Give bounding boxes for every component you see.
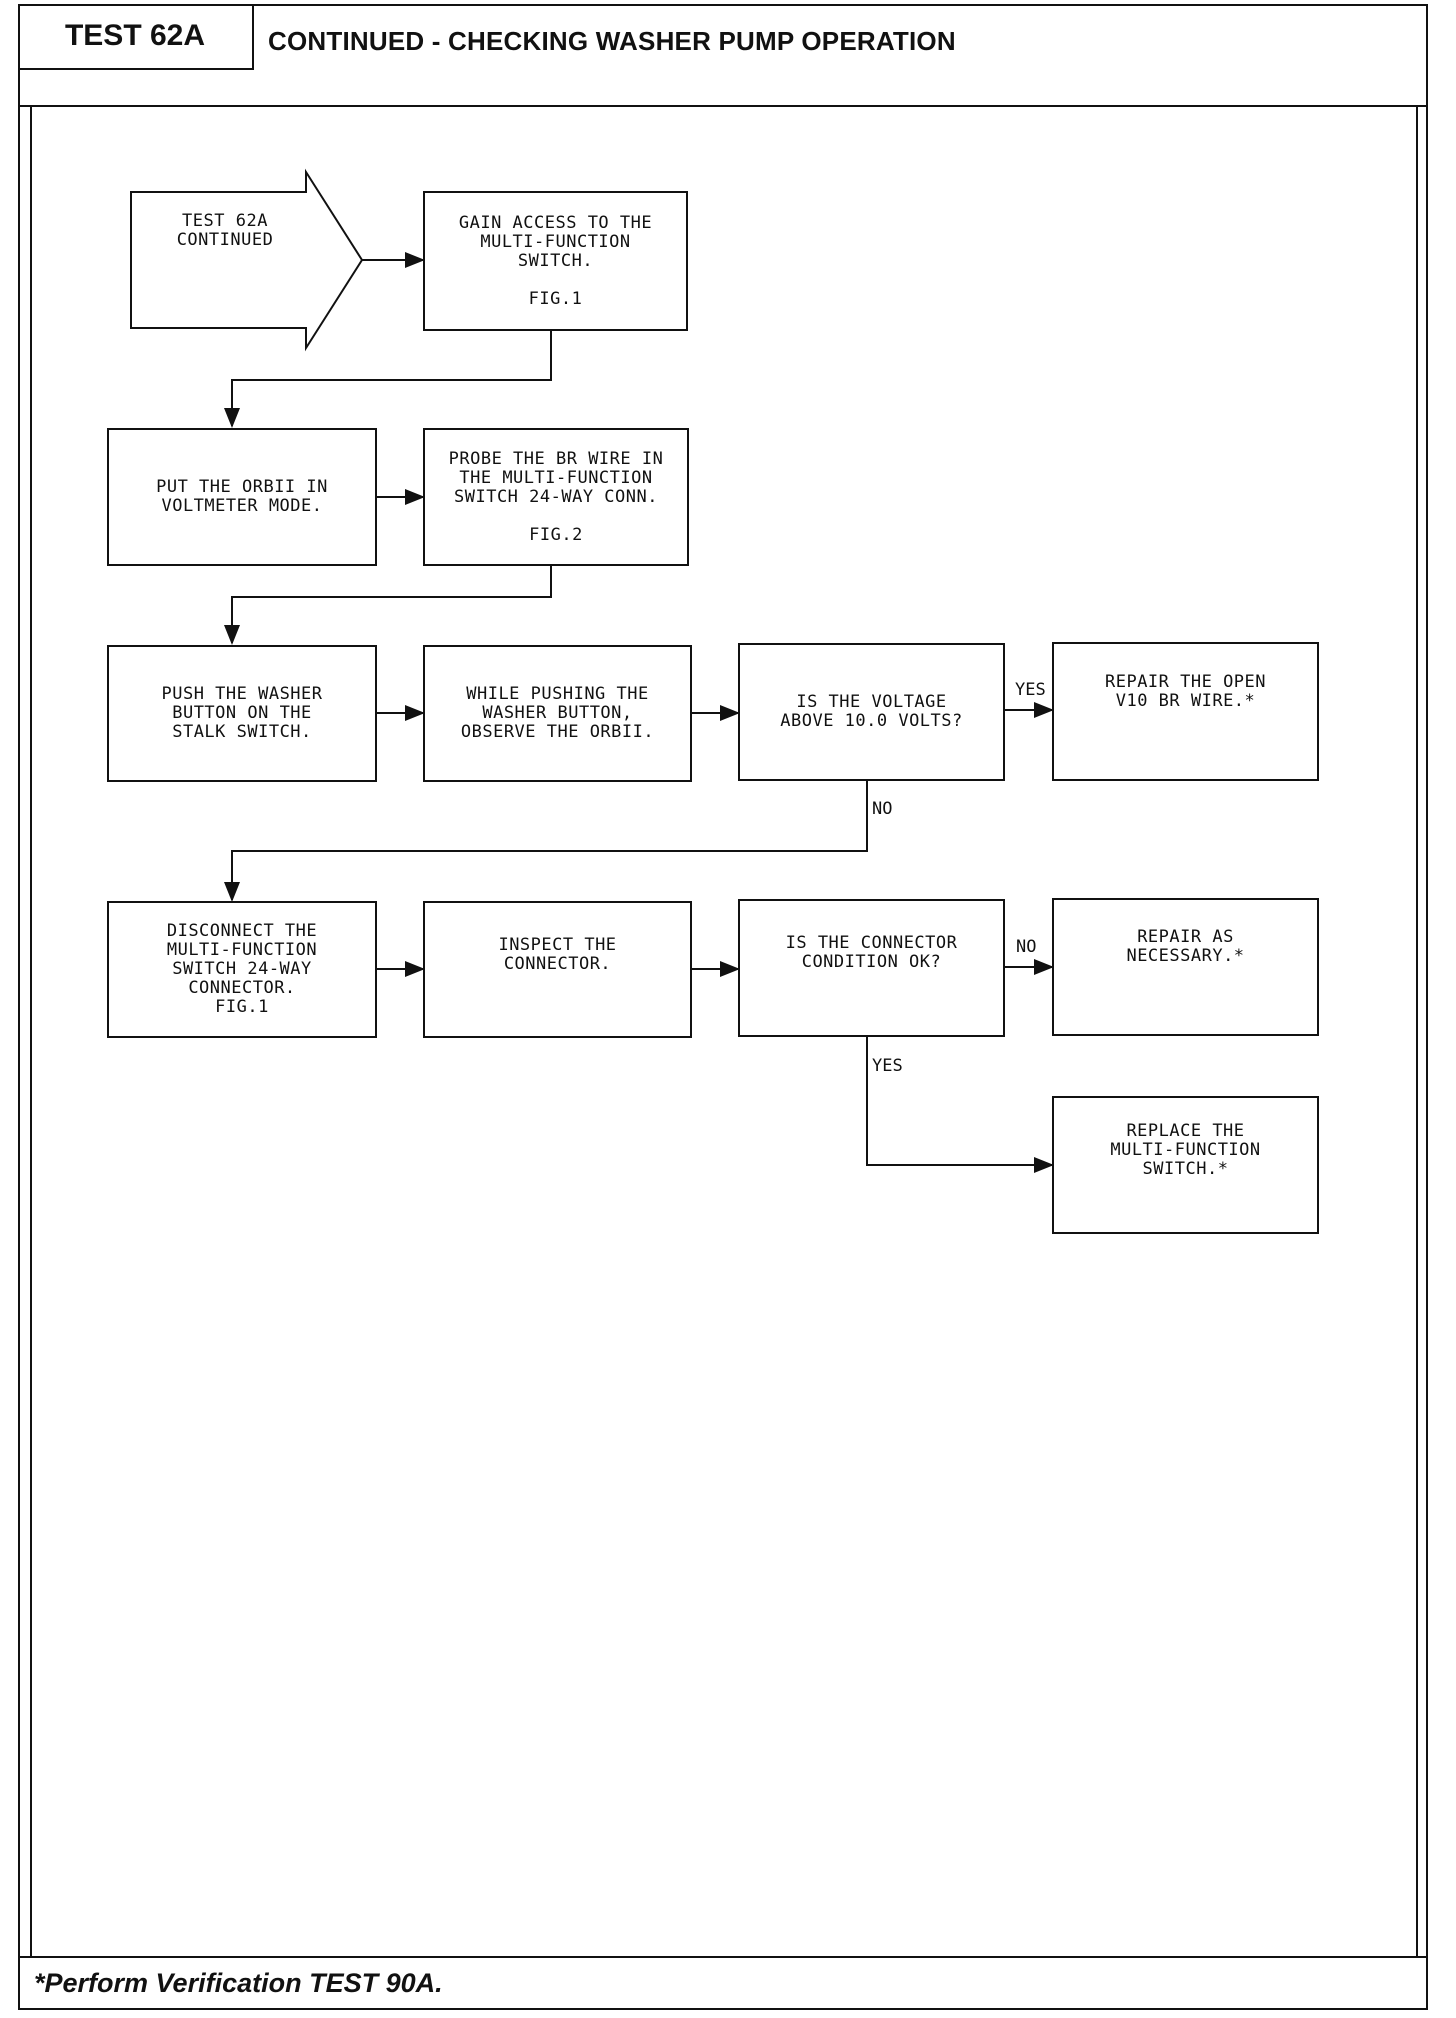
no-label-voltage: NO bbox=[872, 799, 893, 819]
voltage-question-box: IS THE VOLTAGE ABOVE 10.0 VOLTS? bbox=[738, 643, 1005, 781]
put-orbii-text: PUT THE ORBII IN VOLTMETER MODE. bbox=[156, 477, 328, 516]
repair-open-wire-box: REPAIR THE OPEN V10 BR WIRE.* bbox=[1052, 642, 1319, 781]
while-pushing-box: WHILE PUSHING THE WASHER BUTTON, OBSERVE… bbox=[423, 645, 692, 782]
disconnect-connector-box: DISCONNECT THE MULTI-FUNCTION SWITCH 24-… bbox=[107, 901, 377, 1038]
replace-switch-box: REPLACE THE MULTI-FUNCTION SWITCH.* bbox=[1052, 1096, 1319, 1234]
connector-question-box: IS THE CONNECTOR CONDITION OK? bbox=[738, 899, 1005, 1037]
probe-br-wire-text: PROBE THE BR WIRE IN THE MULTI-FUNCTION … bbox=[448, 448, 664, 545]
voltage-question-text: IS THE VOLTAGE ABOVE 10.0 VOLTS? bbox=[780, 692, 963, 731]
no-label-connector: NO bbox=[1016, 937, 1037, 957]
header-divider bbox=[18, 105, 1428, 107]
diagram-area bbox=[30, 106, 1418, 1956]
footer-divider bbox=[18, 1956, 1428, 1958]
gain-access-box: GAIN ACCESS TO THE MULTI-FUNCTION SWITCH… bbox=[423, 191, 688, 331]
while-pushing-text: WHILE PUSHING THE WASHER BUTTON, OBSERVE… bbox=[460, 684, 655, 742]
replace-switch-text: REPLACE THE MULTI-FUNCTION SWITCH.* bbox=[1110, 1120, 1261, 1179]
gain-access-text: GAIN ACCESS TO THE MULTI-FUNCTION SWITCH… bbox=[458, 212, 653, 309]
connector-question-text: IS THE CONNECTOR CONDITION OK? bbox=[785, 933, 958, 972]
inspect-connector-box: INSPECT THE CONNECTOR. bbox=[423, 901, 692, 1038]
yes-label-voltage: YES bbox=[1015, 680, 1046, 700]
start-node-label: TEST 62A CONTINUED bbox=[176, 211, 274, 250]
repair-open-wire-text: REPAIR THE OPEN V10 BR WIRE.* bbox=[1104, 671, 1267, 711]
footer-note: *Perform Verification TEST 90A. bbox=[34, 1968, 443, 1998]
push-washer-box: PUSH THE WASHER BUTTON ON THE STALK SWIT… bbox=[107, 645, 377, 782]
probe-br-wire-box: PROBE THE BR WIRE IN THE MULTI-FUNCTION … bbox=[423, 428, 689, 566]
inspect-connector-text: INSPECT THE CONNECTOR. bbox=[498, 934, 617, 974]
repair-as-necessary-text: REPAIR AS NECESSARY.* bbox=[1126, 927, 1245, 966]
repair-as-necessary-box: REPAIR AS NECESSARY.* bbox=[1052, 898, 1319, 1036]
start-arrow-shape bbox=[130, 168, 364, 352]
test-number-label: TEST 62A bbox=[18, 4, 254, 70]
put-orbii-box: PUT THE ORBII IN VOLTMETER MODE. bbox=[107, 428, 377, 566]
page-frame bbox=[18, 4, 1428, 2010]
page-title: CONTINUED - CHECKING WASHER PUMP OPERATI… bbox=[268, 26, 956, 56]
yes-label-connector: YES bbox=[872, 1056, 903, 1076]
push-washer-text: PUSH THE WASHER BUTTON ON THE STALK SWIT… bbox=[161, 684, 323, 742]
disconnect-connector-text: DISCONNECT THE MULTI-FUNCTION SWITCH 24-… bbox=[166, 921, 318, 1017]
